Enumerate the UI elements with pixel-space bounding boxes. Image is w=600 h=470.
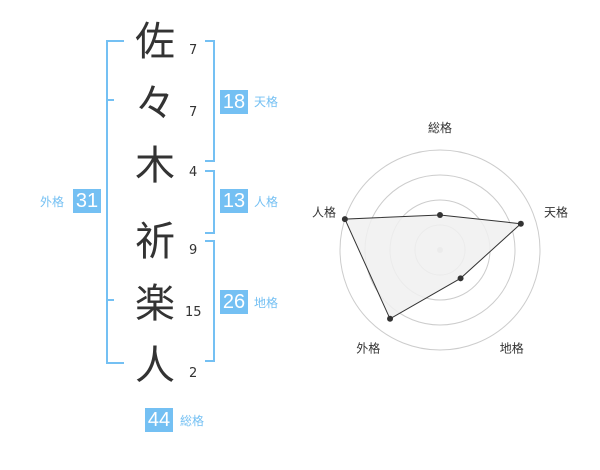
stroke-count-5: 15	[185, 305, 202, 320]
gaikaku-bracket	[106, 40, 124, 364]
radar-axis-label-1: 総格	[428, 120, 452, 135]
tenkaku-bracket	[205, 40, 215, 162]
radar-point-3	[457, 275, 464, 282]
gaikaku-label: 外格	[40, 195, 65, 209]
name-char-1: 佐	[135, 19, 175, 65]
gaikaku-value-badge: 31	[73, 189, 101, 213]
jinkaku-bracket	[205, 170, 215, 234]
stroke-count-2: 7	[189, 105, 198, 120]
radar-axis-label-4: 外格	[356, 341, 380, 356]
name-char-2: 々	[135, 81, 175, 127]
chikaku-value-badge: 26	[220, 290, 248, 314]
soukaku-label: 総格	[180, 414, 205, 428]
radar-ring	[339, 149, 541, 351]
stroke-count-6: 2	[189, 366, 198, 381]
chikaku-label: 地格	[254, 296, 279, 310]
jinkaku-value-badge: 13	[220, 189, 248, 213]
chikaku-bracket	[205, 240, 215, 362]
name-char-4: 祈	[135, 219, 175, 265]
radar-point-4	[387, 315, 394, 322]
stroke-count-1: 7	[189, 43, 198, 58]
radar-point-1	[437, 212, 443, 218]
radar-series-polygon	[344, 214, 522, 320]
jinkaku-label: 人格	[254, 195, 279, 209]
stroke-count-4: 9	[189, 243, 198, 258]
soukaku-value-badge: 44	[145, 408, 173, 432]
radar-point-5	[341, 216, 348, 223]
name-char-3: 木	[135, 143, 175, 189]
name-char-5: 楽	[135, 281, 175, 327]
name-char-6: 人	[135, 343, 175, 389]
radar-axis-label-5: 人格	[312, 204, 336, 219]
gaikaku-bracket-tick-upper	[106, 99, 114, 101]
tenkaku-value-badge: 18	[220, 90, 248, 114]
radar-axis-label-2: 天格	[544, 204, 568, 219]
radar-point-2	[517, 220, 524, 227]
radar-axis-label-3: 地格	[500, 341, 524, 356]
tenkaku-label: 天格	[254, 95, 279, 109]
gaikaku-bracket-tick-lower	[106, 299, 114, 301]
stroke-count-3: 4	[189, 165, 198, 180]
